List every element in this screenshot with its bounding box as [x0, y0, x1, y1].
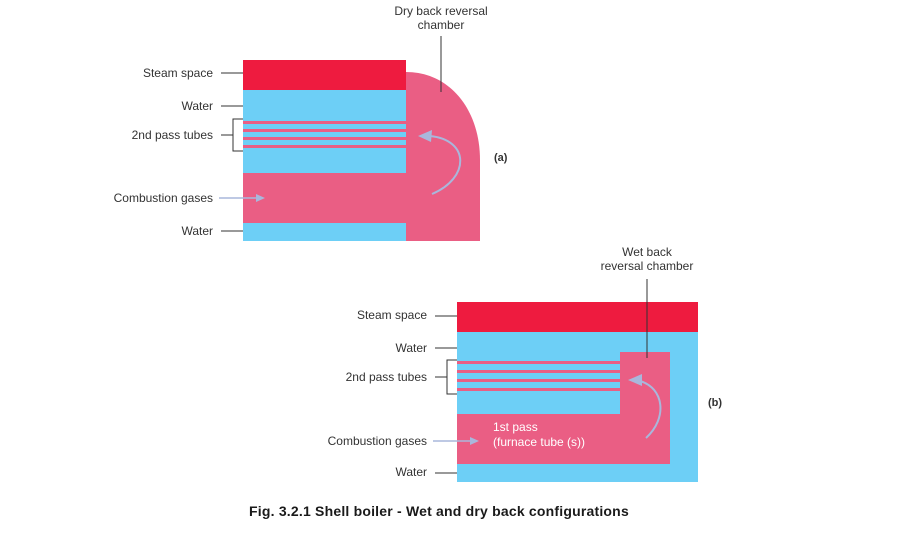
steam-space-region	[243, 60, 406, 90]
label-water-top: Water	[181, 99, 213, 113]
wet-back-boiler-diagram: Steam space Water 2nd pass tubes Combust…	[328, 245, 722, 482]
label-dry-back-chamber-line2: chamber	[418, 18, 465, 32]
label-second-pass-tubes: 2nd pass tubes	[346, 370, 427, 384]
diagram-tag-b: (b)	[708, 397, 722, 409]
second-pass-tubes	[243, 121, 406, 148]
label-water-bottom: Water	[181, 224, 213, 238]
tube	[243, 121, 406, 124]
wet-back-reversal-chamber	[457, 352, 670, 464]
arrow-head-icon	[470, 437, 479, 445]
arrow-head-icon	[418, 130, 432, 142]
tubes-bracket	[221, 118, 243, 152]
diagram-tag-a: (a)	[494, 152, 508, 164]
label-water-bottom: Water	[395, 465, 427, 479]
reversal-flow-arrow	[429, 135, 462, 195]
dry-back-boiler-diagram: Steam space Water 2nd pass tubes Combust…	[114, 4, 508, 241]
label-combustion-gases: Combustion gases	[328, 434, 427, 448]
label-dry-back-chamber-line1: Dry back reversal	[394, 4, 487, 18]
tube	[243, 145, 406, 148]
label-first-pass-line2: (furnace tube (s))	[493, 435, 585, 449]
water-region-bottom	[243, 223, 406, 241]
label-steam-space: Steam space	[357, 308, 427, 322]
label-wet-back-chamber-line1: Wet back	[622, 245, 673, 259]
label-water-top: Water	[395, 341, 427, 355]
figure-caption: Fig. 3.2.1 Shell boiler - Wet and dry ba…	[249, 503, 629, 519]
second-pass-tubes	[457, 361, 620, 391]
label-second-pass-tubes: 2nd pass tubes	[132, 128, 213, 142]
furnace-tube-gases	[243, 173, 406, 223]
tube	[457, 370, 620, 373]
steam-space-region	[457, 302, 698, 332]
label-wet-back-chamber-line2: reversal chamber	[601, 259, 694, 273]
arrow-head-icon	[256, 194, 265, 202]
label-steam-space: Steam space	[143, 66, 213, 80]
tube	[457, 361, 620, 364]
reversal-flow-arrow	[639, 380, 662, 439]
dry-back-reversal-chamber	[406, 72, 480, 241]
tubes-bracket	[435, 359, 457, 395]
label-combustion-gases: Combustion gases	[114, 191, 213, 205]
tube	[457, 388, 620, 391]
tube	[243, 129, 406, 132]
label-first-pass-line1: 1st pass	[493, 420, 538, 434]
tube	[243, 137, 406, 140]
arrow-head-icon	[628, 374, 642, 386]
tube	[457, 379, 620, 382]
